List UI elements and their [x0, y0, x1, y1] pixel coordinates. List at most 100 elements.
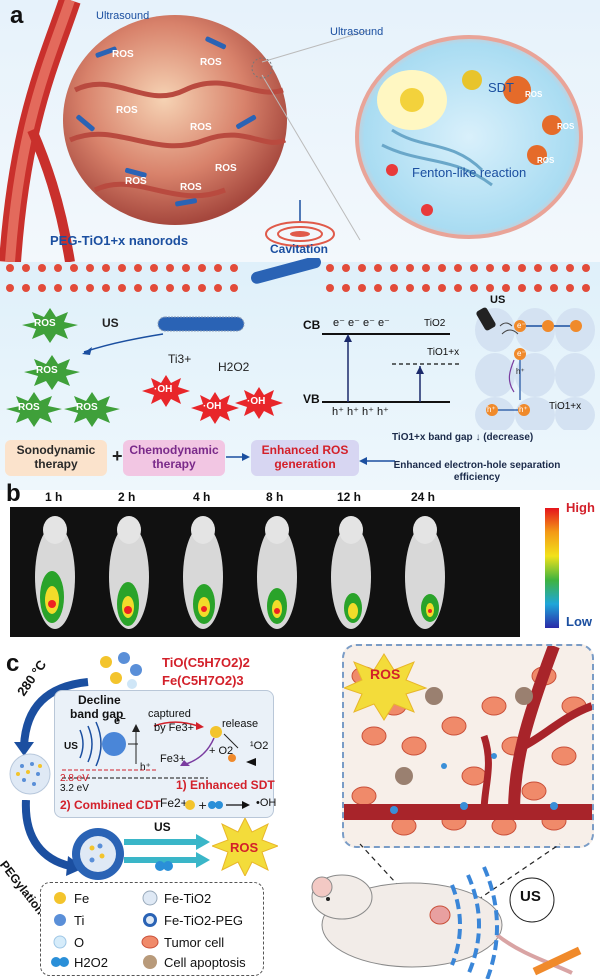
us-label: US [64, 741, 78, 752]
tumor-sphere-illustration [63, 15, 287, 225]
cb-label: CB [303, 318, 321, 332]
mouse-fluorescence-image [183, 516, 223, 629]
arrow-icon [226, 453, 250, 461]
sonodynamic-box: Sonodynamic therapy [5, 440, 107, 476]
ros-burst-icon [212, 818, 278, 876]
intensity-colorbar [545, 508, 559, 628]
ros-burst-icon [64, 392, 120, 427]
h2o2-label: H2O2 [218, 360, 250, 374]
arrow-icon [82, 333, 164, 355]
panel-letter: a [10, 2, 24, 29]
captured-label: captured [148, 708, 191, 720]
ros-label: ROS [180, 182, 202, 193]
ros-label: ROS [116, 105, 138, 116]
legend-label: Fe-TiO2 [164, 891, 212, 906]
hole-symbol: h⁺ [519, 405, 528, 414]
hole-symbol: h⁺ [140, 762, 151, 773]
chemodynamic-box: Chemodynamic therapy [123, 440, 225, 476]
fe-tio2-nanoparticle-icon [9, 753, 51, 795]
sdt-label: SDT [488, 80, 514, 95]
ultrasound-label: Ultrasound [96, 10, 150, 22]
hydroxyl-product-label: •OH [256, 797, 277, 809]
band-diagram [322, 333, 460, 403]
legend-label: Fe [74, 891, 90, 906]
ros-label: ROS [525, 90, 543, 99]
panel-letter: c [6, 650, 20, 677]
colorbar-low-label: Low [566, 614, 592, 629]
synthesis-arrow-icon [14, 678, 89, 756]
ros-label: ROS [557, 122, 575, 131]
ultrasound-arrows-icon [124, 834, 210, 871]
legend-label: Cell apoptosis [164, 955, 246, 970]
hydroxyl-label: ·OH [154, 384, 173, 395]
ros-label: ROS [537, 156, 555, 165]
legend-label: Tumor cell [164, 935, 225, 950]
electron-symbol: e⁻ [517, 349, 526, 358]
by-fe-label: by Fe3+ [154, 722, 195, 734]
legend-icons [51, 890, 159, 969]
zoom-lines [251, 29, 371, 241]
mouse-treatment-illustration [311, 866, 582, 979]
ros-burst-icon [22, 308, 78, 343]
timepoint-label: 1 h [45, 490, 63, 504]
us-label: US [520, 888, 541, 905]
chemodynamic-label: Chemodynamic therapy [129, 443, 219, 471]
cdt-reaction-icon: + [185, 799, 250, 812]
release-label: release [222, 718, 259, 730]
hole-symbol: h⁺ [487, 405, 496, 414]
legend-label: O [74, 935, 85, 950]
mouse-fluorescence-image [405, 516, 445, 629]
hydroxyl-label: ·OH [247, 396, 266, 407]
electrons-label: e⁻ e⁻ e⁻ e⁻ [333, 317, 390, 329]
ros-label: ROS [36, 365, 58, 376]
ros-label: ROS [230, 840, 259, 855]
electron-symbol: e⁻ [517, 321, 526, 330]
mouse-fluorescence-image [331, 516, 371, 629]
enhanced-ros-box: Enhanced ROS generation [251, 440, 359, 476]
us-label: US [490, 294, 506, 306]
ros-label: ROS [190, 122, 212, 133]
timepoint-label: 8 h [266, 490, 284, 504]
us-label: US [102, 316, 119, 330]
enhanced-ros-label: Enhanced ROS generation [261, 443, 349, 471]
hydroxyl-burst-icon [191, 392, 239, 424]
mouse-fluorescence-image [257, 516, 297, 629]
legend-label: Fe-TiO2-PEG [164, 913, 243, 928]
ros-label: ROS [76, 402, 98, 413]
band-gap-label: band gap [70, 707, 124, 721]
legend-label: Ti [74, 913, 85, 928]
timepoint-label: 12 h [337, 490, 362, 504]
bandgap-28-label: 2.8 eV [60, 773, 89, 784]
ti3-label: Ti3+ [168, 352, 192, 366]
colorbar-high-label: High [566, 500, 595, 515]
cell-membrane-illustration [6, 258, 590, 292]
blood-vessel-illustration [0, 0, 81, 262]
ros-label: ROS [112, 49, 134, 60]
bandgap-32-label: 3.2 eV [60, 783, 89, 794]
svg-text:+: + [198, 799, 207, 812]
o2-label: + O2 [209, 745, 234, 757]
lattice-scheme [475, 307, 595, 430]
combined-cdt-label: 2) Combined CDT [60, 798, 161, 812]
cavitation-ripple-icon [265, 200, 335, 247]
ros-burst-icon [24, 355, 80, 390]
cavitation-label: Cavitation [270, 242, 329, 256]
mouse-fluorescence-image [35, 516, 75, 629]
enhanced-sdt-label: 1) Enhanced SDT [176, 778, 275, 792]
fe2-label: Fe2+ [160, 796, 188, 810]
precursor-2: Fe(C5H7O2)3 [162, 673, 244, 688]
band-gap-text: TiO1+x band gap ↓ (decrease) [392, 432, 534, 443]
tumor-tissue-illustration [344, 646, 592, 836]
hole-symbol: h⁺ [516, 367, 525, 376]
hydroxyl-burst-icon [142, 375, 190, 407]
ros-label: ROS [215, 163, 237, 174]
tio2-label: TiO2 [424, 318, 446, 329]
timepoint-label: 24 h [411, 490, 436, 504]
legend-label: H2O2 [74, 955, 108, 970]
fe3-label: Fe3+ [160, 753, 186, 765]
precursor-atoms-icon [100, 652, 142, 689]
electron-symbol: e⁻ [114, 715, 126, 727]
tio1x-label: TiO1+x [549, 401, 582, 412]
fe-tio2-peg-nanoparticle-icon [72, 828, 124, 880]
